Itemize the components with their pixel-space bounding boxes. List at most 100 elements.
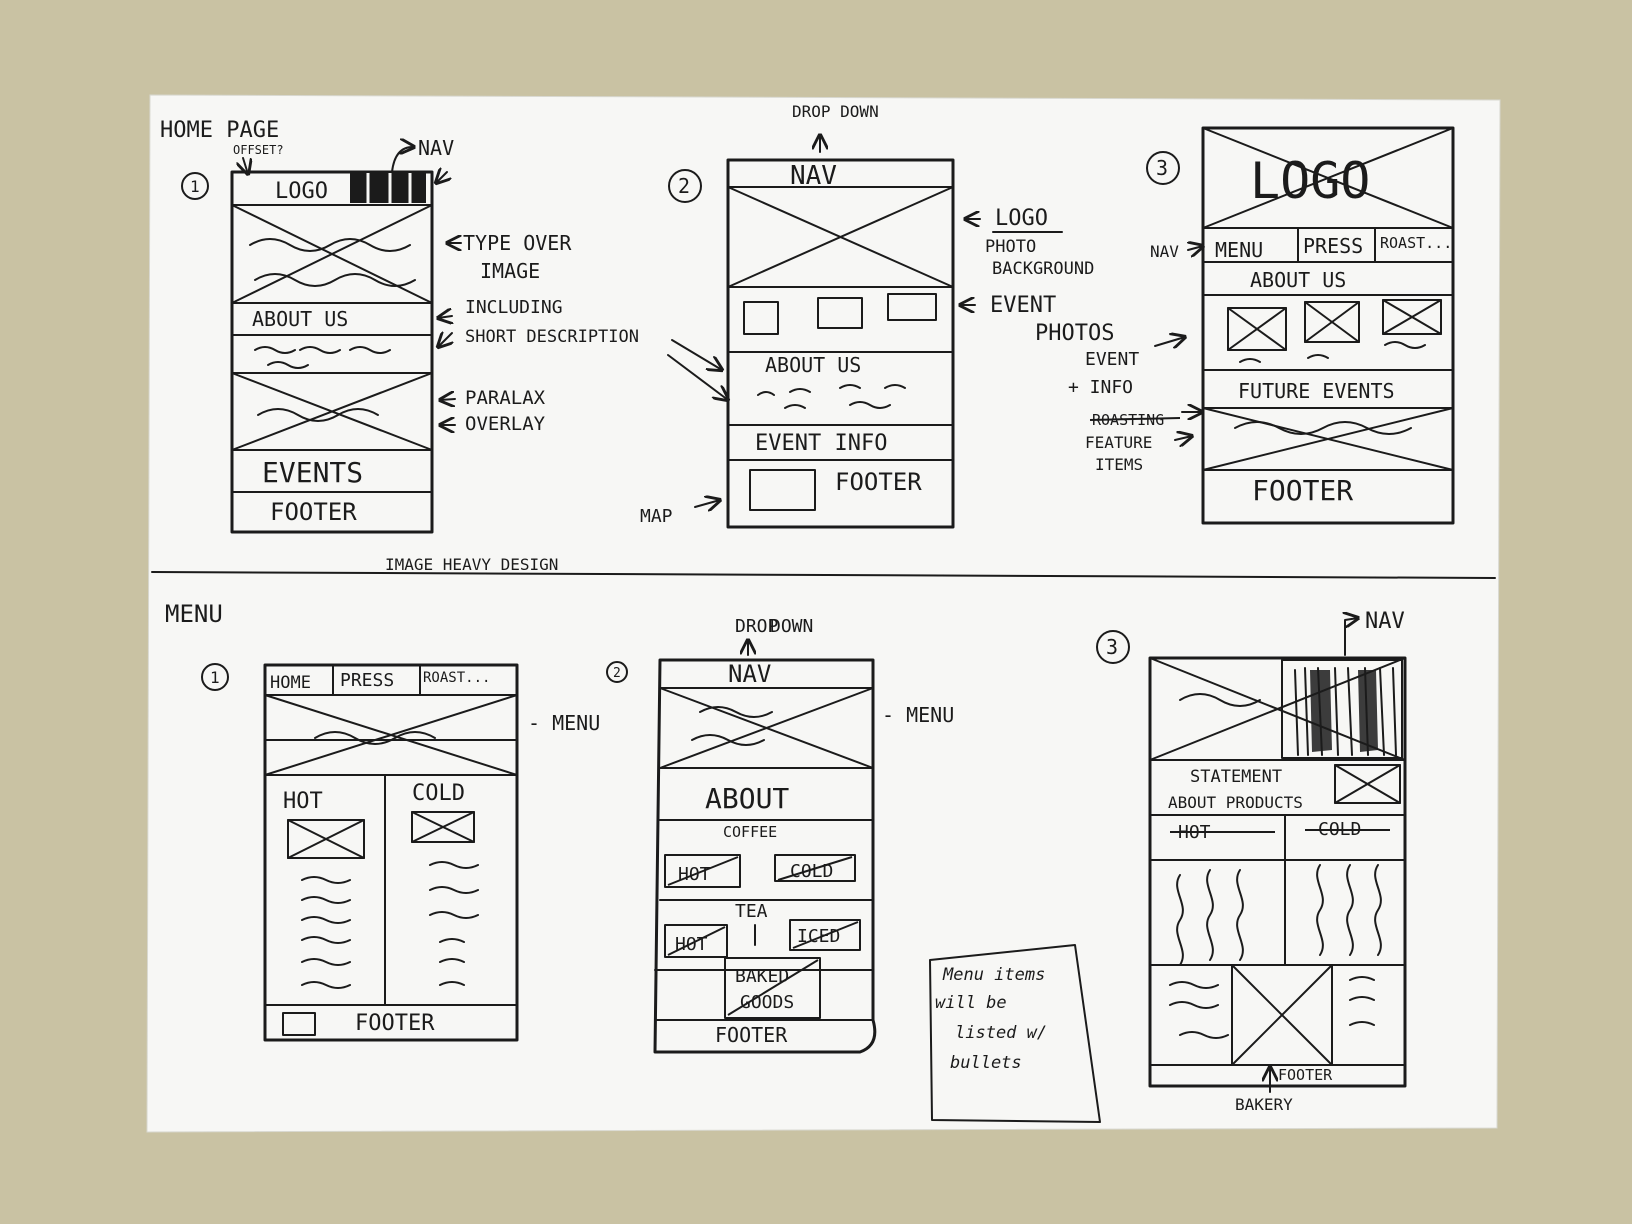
photo-background-1: PHOTO	[985, 237, 1036, 257]
event-photos-1: EVENT	[990, 293, 1056, 318]
menu-wf2-coffee: COFFEE	[723, 823, 777, 841]
type-over-line2: IMAGE	[480, 259, 540, 283]
menu-note-box	[929, 944, 1101, 1123]
hp-wireframe-3	[1201, 126, 1455, 525]
hp-wf1-about-us: ABOUT US	[252, 307, 348, 331]
homepage-title: HOME PAGE	[160, 118, 279, 143]
short-desc-arrow-a	[671, 339, 722, 370]
menu-wf3-number-circle	[1096, 630, 1130, 664]
hp-wf1-events: EVENTS	[262, 456, 363, 489]
hp-wf3-footer: FOOTER	[1252, 474, 1353, 507]
short-desc-arrow-b	[667, 354, 728, 400]
short-desc-arrow	[438, 333, 452, 347]
paralax-label: PARALAX	[465, 387, 546, 409]
menu-wf1-nav-roast: ROAST...	[423, 670, 490, 686]
paralax-arrow	[440, 399, 456, 400]
hp-wf1-number-circle	[181, 172, 209, 200]
hp-wf1-number: 1	[190, 177, 200, 196]
menu-wf2-tea-iced: ICED	[797, 926, 840, 947]
hp-wf2-number: 2	[678, 174, 690, 198]
feature-arrow	[1174, 436, 1192, 440]
hp-wf3-event-info-1: EVENT	[1085, 349, 1139, 370]
hp-wf2-about-us: ABOUT US	[765, 353, 861, 377]
menu-wf1-footer: FOOTER	[355, 1011, 435, 1036]
hp-wf3-nav-label: NAV	[1150, 242, 1179, 261]
menu-wireframe-3	[1148, 656, 1407, 1088]
menu-wf3-footer: FOOTER	[1278, 1066, 1333, 1084]
menu-wf2-number-circle	[606, 661, 628, 683]
menu-wf2-drop-1: DROP	[735, 616, 779, 637]
section-divider	[151, 571, 1496, 579]
menu-wf2-baked-2: GOODS	[740, 992, 794, 1013]
nav-arrow-2	[436, 172, 447, 183]
hp-wf3-nav-roast: ROAST...	[1380, 234, 1452, 252]
hp-wf3-about-us: ABOUT US	[1250, 268, 1346, 292]
menu-wf2-number: 2	[613, 666, 621, 681]
including-label: INCLUDING	[465, 297, 563, 318]
hp-wf3-number: 3	[1156, 156, 1168, 180]
menu-wireframe-2	[653, 658, 877, 1054]
menu-note-line3: listed w/	[955, 1023, 1047, 1043]
hp-wf1-logo: LOGO	[275, 179, 328, 204]
roasting-strike	[1089, 417, 1181, 421]
hp-wf2-number-circle	[668, 169, 702, 203]
menu-wf3-number: 3	[1106, 635, 1118, 659]
menu-wf1-hot: HOT	[283, 789, 323, 814]
hp-wf3-future-events: FUTURE EVENTS	[1238, 379, 1395, 403]
event-photos-2: PHOTOS	[1035, 321, 1114, 346]
hp-wf3-nav-menu: MENU	[1215, 238, 1263, 262]
map-arrow	[694, 500, 720, 507]
type-over-line1: TYPE OVER	[463, 231, 572, 255]
nav-block	[350, 173, 426, 203]
menu-wf2-coffee-hot: HOT	[678, 864, 711, 885]
paper-sheet	[146, 94, 1501, 1133]
hp-wf2-nav: NAV	[790, 161, 837, 191]
menu-wf1-number-circle	[201, 663, 229, 691]
hp-wf3-nav-press: PRESS	[1303, 234, 1363, 258]
menu-wf2-footer: FOOTER	[715, 1023, 788, 1047]
menu-wf2-tea: TEA	[735, 901, 768, 922]
menu-wf1-cold: COLD	[412, 781, 465, 806]
menu-wf1-nav-home: HOME	[270, 673, 311, 693]
menu-wf3-nav-label: NAV	[1365, 609, 1405, 634]
hp-wireframe-1	[230, 170, 434, 534]
nav-arrow	[391, 147, 414, 173]
menu-wf1-number: 1	[210, 668, 220, 687]
menu-wf2-nav: NAV	[728, 660, 771, 688]
menu-title: MENU	[165, 600, 223, 628]
menu-wf2-about: ABOUT	[705, 782, 789, 815]
hp-wf3-feature-2: ITEMS	[1095, 455, 1143, 474]
hp-wireframe-2	[726, 158, 955, 529]
hp-wf3-event-info-2: + INFO	[1068, 377, 1133, 398]
menu-wf2-drop-2: DOWN	[770, 616, 813, 637]
event-info-arrow	[1154, 337, 1185, 346]
menu-note-line1: Menu items	[942, 965, 1045, 985]
menu-note-line2: will be	[935, 993, 1007, 1013]
hp-nav-label: NAV	[418, 136, 454, 160]
menu-wf3-bakery: BAKERY	[1235, 1095, 1293, 1114]
menu-wf1-menu-label: - MENU	[528, 711, 600, 735]
menu-note-line4: bullets	[950, 1053, 1022, 1073]
hp-wf1-footer: FOOTER	[270, 498, 357, 526]
including-arrow	[438, 316, 452, 318]
menu-wf3-nav-arrow	[1345, 618, 1358, 656]
hp-wf3-logo: LOGO	[1250, 152, 1370, 210]
menu-wf3-statement-1: STATEMENT	[1190, 767, 1282, 787]
hp-wf2-map: MAP	[640, 506, 673, 527]
image-heavy-design: IMAGE HEAVY DESIGN	[385, 555, 558, 574]
menu-wf2-tea-hot: HOT	[675, 934, 708, 955]
hp-wf2-event-info: EVENT INFO	[755, 431, 887, 456]
hp-wf3-feature-1: FEATURE	[1085, 433, 1152, 452]
overlay-label: OVERLAY	[465, 413, 546, 435]
hp-wf2-drop-down: DROP DOWN	[792, 102, 879, 121]
hp-wf2-logo-note: LOGO	[995, 206, 1048, 231]
menu-wf2-menu-label: - MENU	[882, 703, 954, 727]
photo-background-2: BACKGROUND	[992, 259, 1094, 279]
hp-wf2-footer: FOOTER	[835, 468, 922, 496]
offset-note: OFFSET?	[233, 143, 284, 157]
hp-wf3-nav-arrow	[1187, 246, 1203, 250]
menu-wf2-baked-1: BAKED	[735, 966, 789, 987]
menu-wireframe-1	[263, 663, 519, 1042]
menu-wf2-coffee-cold: COLD	[790, 861, 833, 882]
